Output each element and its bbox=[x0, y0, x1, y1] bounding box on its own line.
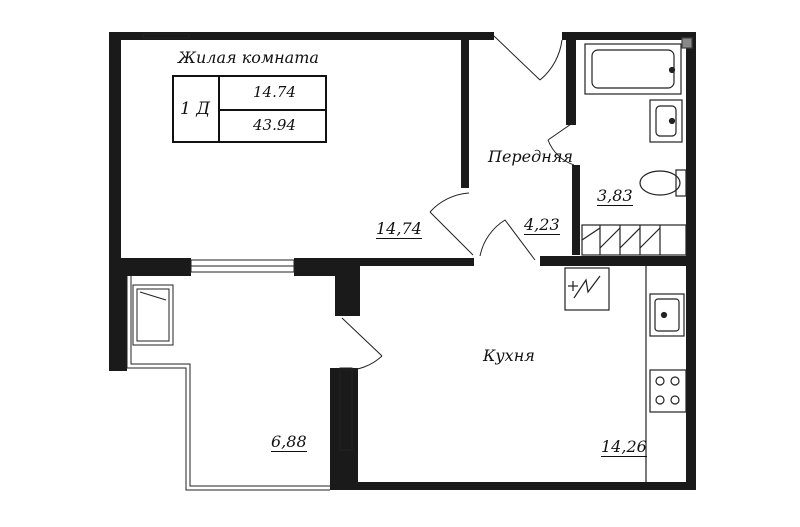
doors bbox=[341, 35, 575, 371]
walls bbox=[109, 32, 696, 490]
wall-balcony-left bbox=[109, 276, 127, 371]
living-room-area: 14,74 bbox=[376, 219, 422, 239]
bathroom-fixtures bbox=[581, 37, 693, 256]
wall-balcony-kitchen-upper bbox=[335, 266, 360, 316]
wall-living-bottom-left bbox=[109, 258, 191, 276]
door-kitchen bbox=[479, 219, 536, 261]
living-area-value: 14.74 bbox=[253, 83, 296, 101]
wall-left-living bbox=[109, 32, 121, 258]
living-room-name: Жилая комната bbox=[178, 48, 319, 67]
stove-icon bbox=[649, 369, 687, 413]
windows bbox=[142, 33, 353, 451]
balcony-outline bbox=[126, 276, 330, 491]
balcony-unit bbox=[132, 284, 174, 346]
wall-right bbox=[686, 32, 696, 490]
window-living-top bbox=[142, 33, 190, 39]
bath-area: 3,83 bbox=[597, 186, 633, 206]
kitchen-name: Кухня bbox=[483, 346, 535, 365]
toilet-icon bbox=[639, 169, 687, 197]
window-balcony-door bbox=[339, 367, 353, 451]
door-bath bbox=[547, 121, 575, 166]
sink-icon bbox=[649, 99, 683, 143]
apartment-type: 1 Д bbox=[180, 99, 211, 119]
wall-hall-bath-lower bbox=[572, 165, 580, 255]
wall-balcony-kitchen-lower bbox=[330, 368, 358, 490]
wall-hall-bath bbox=[566, 40, 576, 125]
bathtub-icon bbox=[584, 43, 682, 95]
hall-area: 4,23 bbox=[524, 215, 560, 235]
sink-icon bbox=[649, 293, 685, 337]
door-entry bbox=[493, 35, 563, 81]
summary-table bbox=[172, 75, 327, 143]
wall-top-right bbox=[562, 32, 696, 40]
balcony-area: 6,88 bbox=[271, 432, 307, 452]
wall-living-hall bbox=[461, 40, 469, 188]
hall-name: Передняя bbox=[488, 147, 573, 166]
wall-hall-kitchen bbox=[540, 256, 686, 266]
wall-top-living bbox=[109, 32, 494, 40]
door-balcony bbox=[341, 317, 383, 371]
kitchen-area: 14,26 bbox=[601, 437, 647, 457]
wall-living-bottom-right bbox=[360, 258, 474, 266]
total-area-value: 43.94 bbox=[253, 116, 296, 134]
wall-bottom bbox=[330, 482, 696, 490]
door-living bbox=[429, 192, 474, 256]
kitchen-appliances bbox=[645, 266, 687, 482]
electrical-panel-icon bbox=[564, 267, 610, 311]
